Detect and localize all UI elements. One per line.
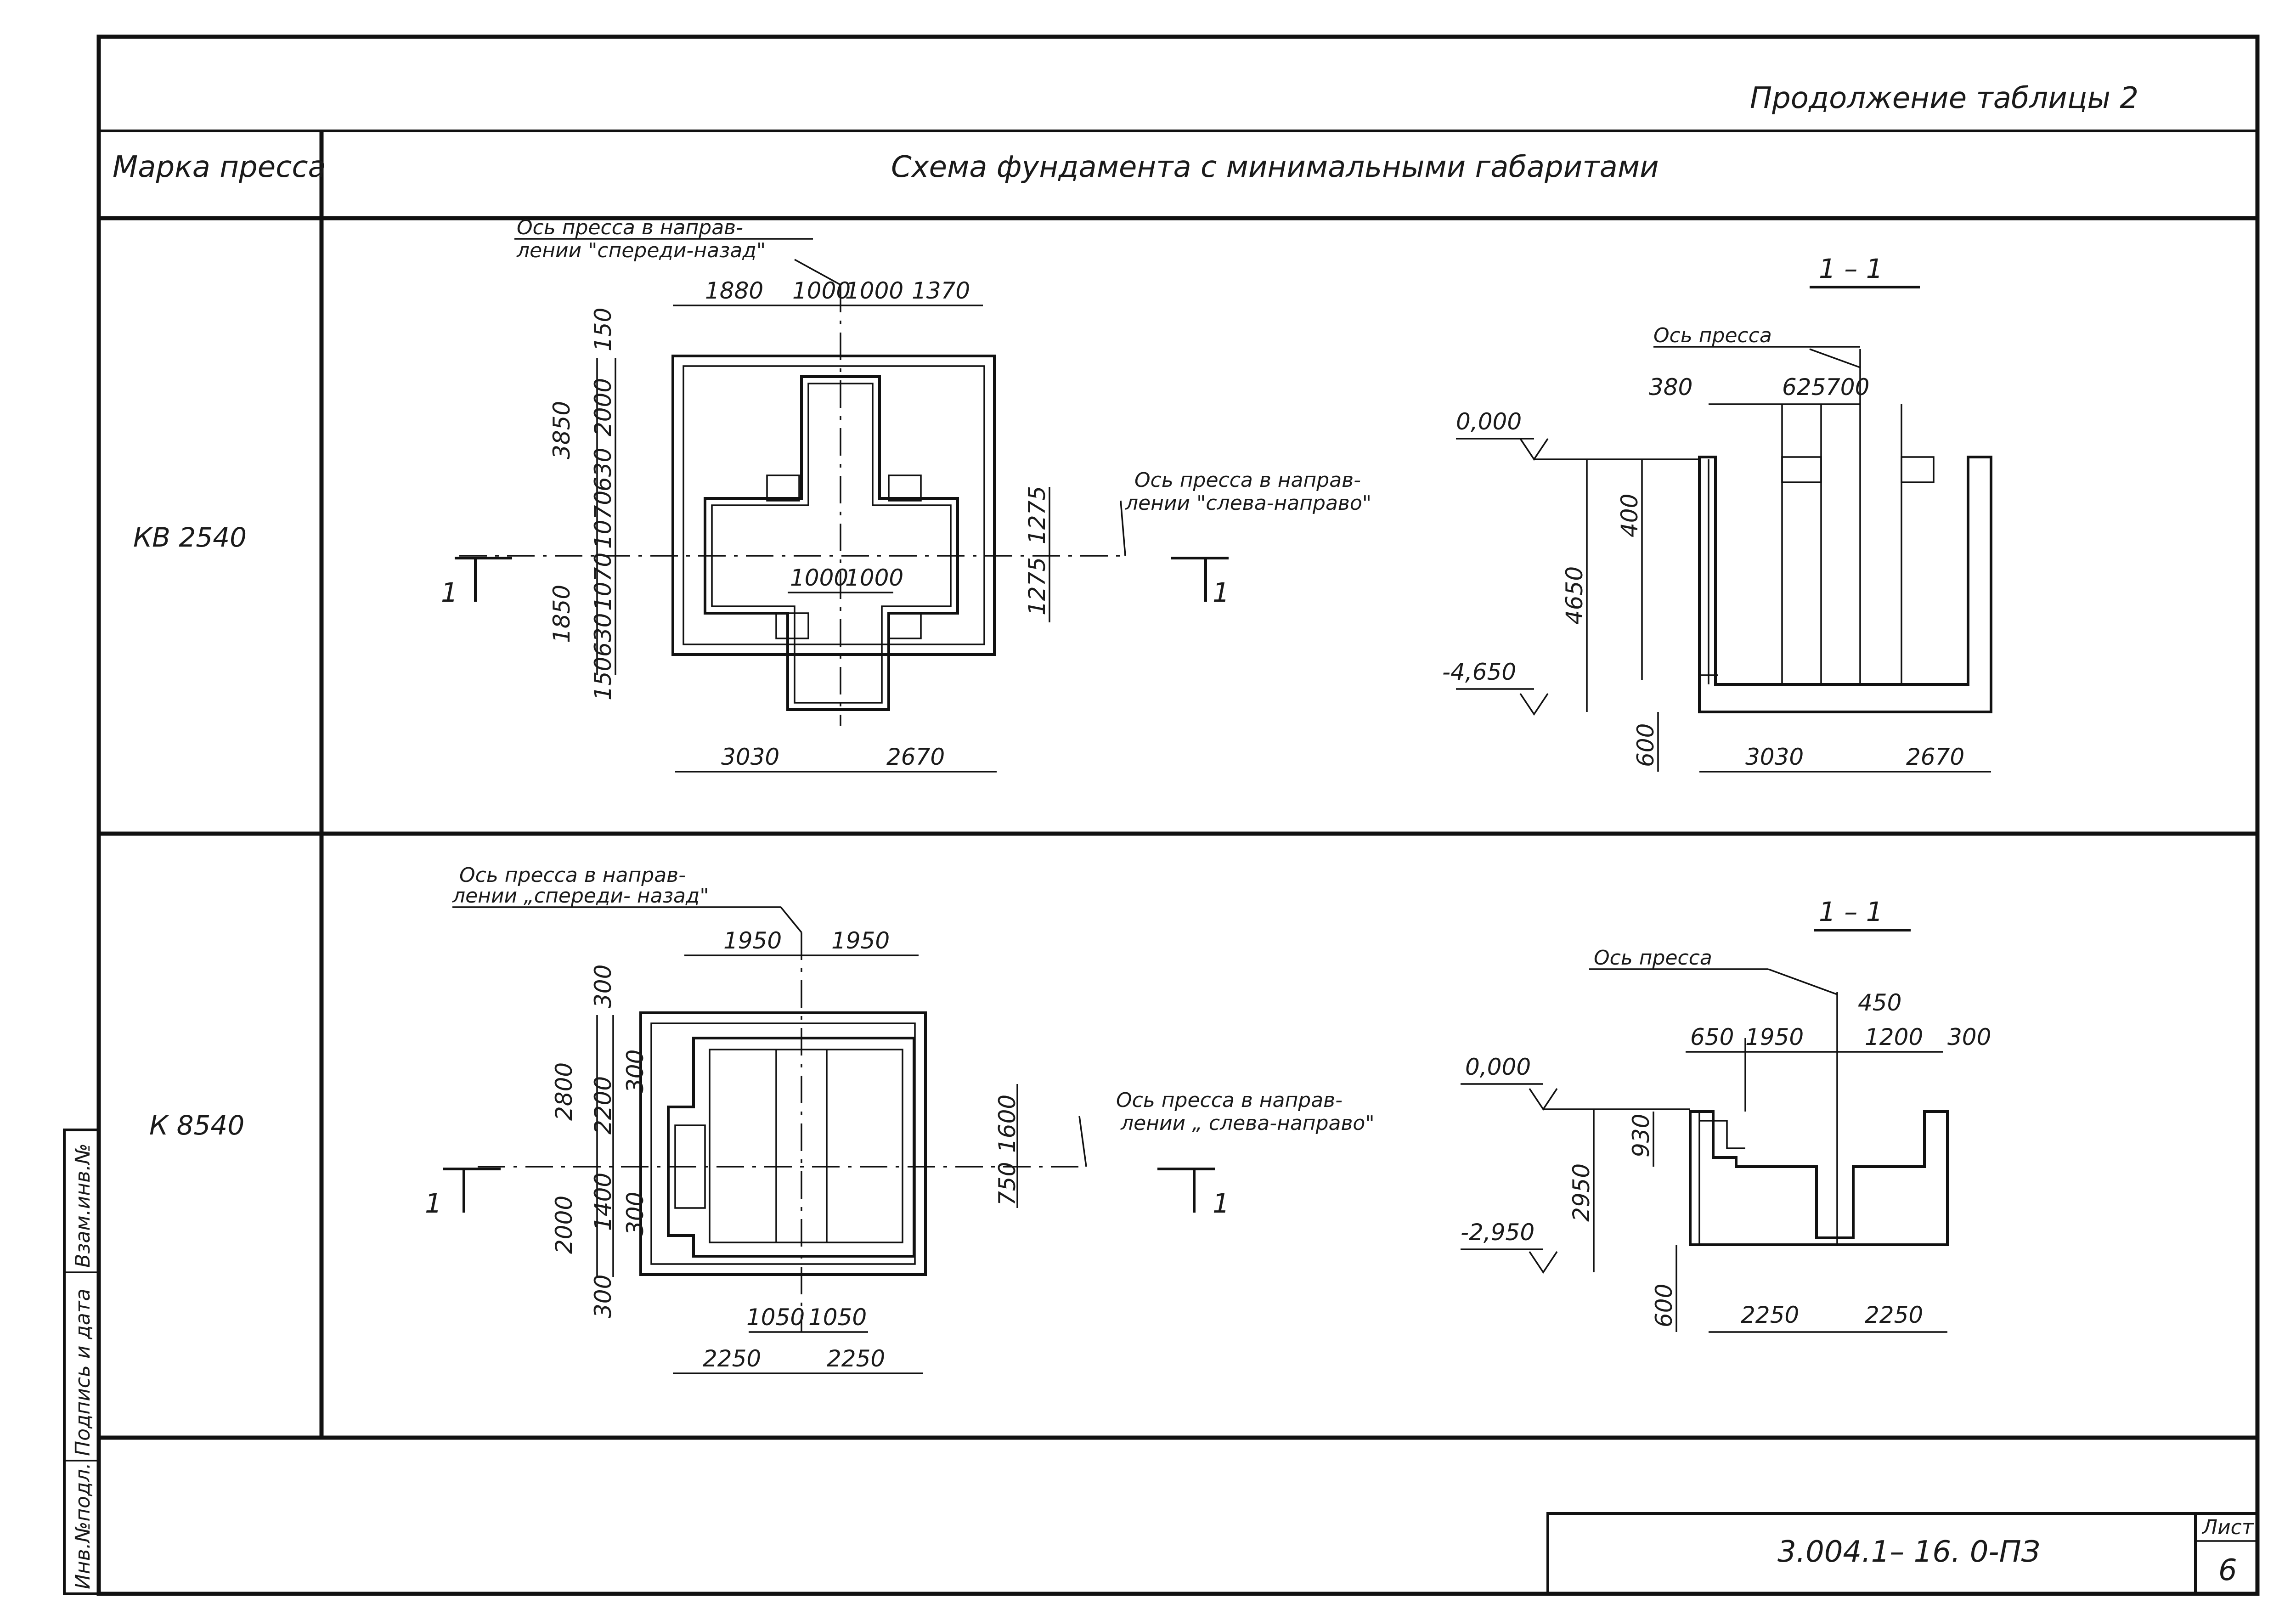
- dim-left-2200: 2200: [590, 1076, 616, 1135]
- dim-right-1600: 1600: [994, 1095, 1021, 1153]
- dim-left-630-top: 630: [590, 448, 616, 491]
- dim-top-1950a: 1950: [723, 927, 782, 954]
- dim-left-1400: 1400: [590, 1173, 616, 1231]
- section-dim-bottom-2250a: 2250: [1741, 1302, 1799, 1328]
- dim-bottom-3030: 3030: [721, 744, 779, 770]
- dim-left-1070-top: 1070: [590, 491, 616, 549]
- table-frame: [63, 34, 2260, 1596]
- section-dim-600: 600: [1632, 723, 1659, 767]
- axis-note-fb-line1: Ось пресса в направ-: [517, 216, 743, 239]
- dim-inner-1000a: 1000: [790, 564, 848, 591]
- dim-bottom-2670: 2670: [886, 744, 945, 770]
- section-title-1: 1 – 1: [1819, 253, 1883, 284]
- cut-label-left: 1: [441, 577, 458, 608]
- sheet-number: 6: [2218, 1553, 2237, 1587]
- press-brand-kv2540: КВ 2540: [133, 522, 247, 553]
- section-title-2: 1 – 1: [1819, 896, 1883, 927]
- section-dim-650: 650: [1690, 1024, 1734, 1050]
- dim-left-150-top: 150: [590, 308, 616, 351]
- section-dim-625: 625: [1782, 374, 1826, 401]
- dim-left-total-2000: 2000: [551, 1196, 577, 1254]
- section-dim-bottom-2670: 2670: [1906, 744, 1964, 770]
- section-axis-label-2: Ось пресса: [1594, 946, 1712, 970]
- section-dim-bottom-3030: 3030: [1745, 744, 1804, 770]
- section-view-k8540: [1461, 929, 1949, 1333]
- dim-left-150-bottom: 150: [590, 657, 616, 700]
- axis-note-lr-line2: лении "слева-направо": [1125, 491, 1371, 515]
- dim-inner-300-bottom: 300: [622, 1192, 649, 1236]
- level-bottom-1: -4,650: [1442, 659, 1516, 685]
- press-brand-k8540: К 8540: [149, 1110, 244, 1141]
- level-top-1: 0,000: [1456, 408, 1522, 435]
- axis-note-lr-line1-2: Ось пресса в направ-: [1116, 1089, 1343, 1112]
- dim-left-1070-bottom: 1070: [590, 553, 616, 611]
- dim-inner-1050b: 1050: [808, 1304, 867, 1331]
- dim-left-total-2800: 2800: [551, 1062, 577, 1121]
- section-dim-300: 300: [1947, 1024, 1991, 1050]
- level-bottom-2: -2,950: [1461, 1219, 1534, 1246]
- dim-bottom-2250a: 2250: [703, 1345, 761, 1372]
- axis-note-fb-line1-2: Ось пресса в направ-: [459, 864, 686, 887]
- dim-top-1370: 1370: [912, 277, 970, 304]
- dim-bottom-2250b: 2250: [827, 1345, 885, 1372]
- plan-view-k8540: [443, 906, 1215, 1374]
- dim-right-750: 750: [994, 1162, 1021, 1206]
- level-top-2: 0,000: [1465, 1054, 1531, 1080]
- cut-label-right-2: 1: [1213, 1188, 1230, 1219]
- cut-label-right: 1: [1213, 577, 1230, 608]
- stamp-original-inv: Инв.№подл.: [71, 1462, 95, 1589]
- document-code: 3.004.1– 16. 0-ПЗ: [1777, 1535, 2040, 1569]
- section-dim-height-4650: 4650: [1561, 566, 1588, 625]
- column-header-brand: Марка пресса: [113, 150, 326, 184]
- column-header-scheme: Схема фундамента с минимальными габарита…: [891, 150, 1659, 184]
- stamp-replacement-inv: Взам.инв.№: [71, 1143, 95, 1268]
- section-dim-930: 930: [1628, 1114, 1654, 1157]
- dim-left-630-bottom: 630: [590, 613, 616, 657]
- section-dim-700: 700: [1826, 374, 1869, 401]
- axis-note-lr-line1: Ось пресса в направ-: [1134, 469, 1361, 492]
- dim-top-1950b: 1950: [831, 927, 890, 954]
- plan-view-kv2540: [455, 238, 1229, 773]
- section-dim-height-2950: 2950: [1568, 1163, 1595, 1222]
- axis-note-fb-line2-2: лении „спереди- назад": [452, 884, 709, 908]
- section-axis-label-1: Ось пресса: [1653, 324, 1772, 347]
- dim-top-1000b: 1000: [845, 277, 903, 304]
- stamp-signature-date: Подпись и дата: [71, 1289, 95, 1456]
- dim-right-1275-bottom: 1275: [1024, 557, 1050, 615]
- section-view-kv2540: [1456, 286, 1992, 773]
- section-dim-400: 400: [1616, 494, 1643, 537]
- dim-top-1000a: 1000: [792, 277, 851, 304]
- dim-left-total-3850: 3850: [548, 401, 575, 459]
- section-dim-1200: 1200: [1865, 1024, 1923, 1050]
- sheet-label: Лист: [2201, 1516, 2254, 1539]
- dim-left-total-1850: 1850: [548, 585, 575, 643]
- dim-right-1275-top: 1275: [1024, 486, 1050, 544]
- section-dim-1950: 1950: [1745, 1024, 1804, 1050]
- dim-left-300-top: 300: [590, 965, 616, 1008]
- section-dim-450: 450: [1858, 989, 1901, 1016]
- dim-top-1880: 1880: [705, 277, 763, 304]
- dim-left-300-bottom: 300: [590, 1275, 616, 1318]
- dim-inner-1000b: 1000: [845, 564, 903, 591]
- cut-label-left-2: 1: [425, 1188, 442, 1219]
- dim-inner-1050a: 1050: [746, 1304, 805, 1331]
- continuation-label: Продолжение таблицы 2: [1750, 81, 2138, 115]
- dim-left-2000: 2000: [590, 378, 616, 436]
- section-dim-380: 380: [1649, 374, 1692, 401]
- axis-note-lr-line2-2: лении „ слева-направо": [1120, 1112, 1375, 1135]
- dim-inner-300-top: 300: [622, 1050, 649, 1093]
- section-dim-bottom-2250b: 2250: [1865, 1302, 1923, 1328]
- axis-note-fb-line2: лении "спереди-назад": [516, 239, 766, 262]
- section-dim-600-2: 600: [1651, 1284, 1677, 1327]
